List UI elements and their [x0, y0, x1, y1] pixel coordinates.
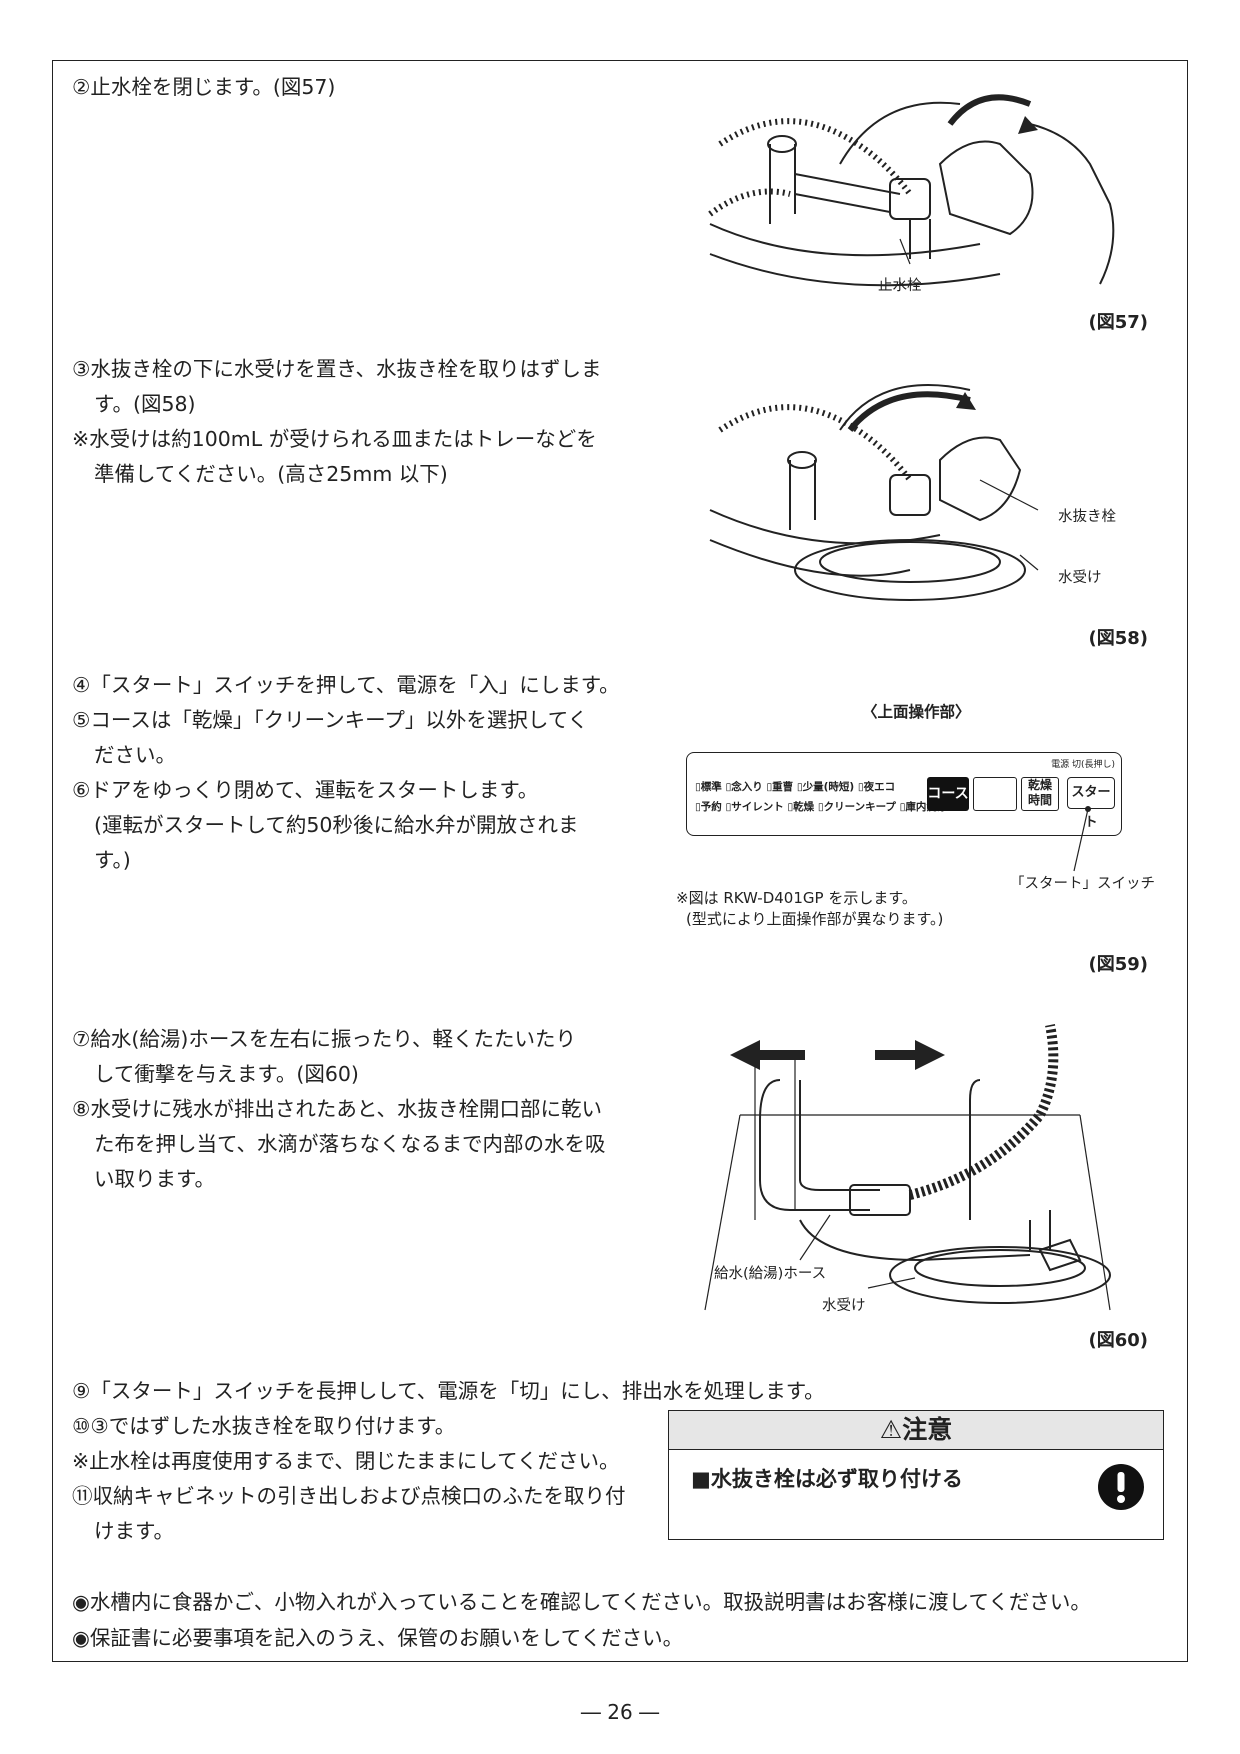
bullet-1: ◉水槽内に食器かご、小物入れが入っていることを確認してください。取扱説明書はお客… — [72, 1590, 1091, 1614]
dry-time-button[interactable]: 乾燥 時間 — [1021, 777, 1059, 811]
drain-caption: 水抜き栓 — [1058, 509, 1116, 525]
step-7-line2: して衝撃を与えます。(図60) — [94, 1062, 359, 1086]
dry-time-label-2: 時間 — [1027, 793, 1052, 807]
step-7-line1: ⑦給水(給湯)ホースを左右に振ったり、軽くたたいたり — [72, 1027, 577, 1051]
step-5-line1: ⑤コースは「乾燥」「クリーンキープ」以外を選択してく — [72, 708, 589, 732]
step-3-line1: ③水抜き栓の下に水受けを置き、水抜き栓を取りはずしま — [72, 357, 602, 381]
step-8-line1: ⑧水受けに残水が排出されたあと、水抜き栓開口部に乾い — [72, 1097, 603, 1121]
start-switch-caption: 「スタート」スイッチ — [1010, 876, 1155, 892]
bullet-2: ◉保証書に必要事項を記入のうえ、保管のお願いをしてください。 — [72, 1626, 684, 1650]
valve-note: ※止水栓は再度使用するまで、閉じたままにしてください。 — [72, 1449, 620, 1473]
panel-note-2: (型式により上面操作部が異なります。) — [686, 910, 944, 928]
step-5-line2: ださい。 — [94, 743, 176, 767]
pan-caption-60: 水受け — [822, 1298, 866, 1314]
step-8-line2: た布を押し当て、水滴が落ちなくなるまで内部の水を吸 — [94, 1132, 606, 1156]
control-panel: 電源 切(長押し) ▯標準 ▯念入り ▯重曹 ▯少量(時短) ▯夜エコ ▯予約 … — [686, 752, 1122, 836]
figure-58-drain-illustration — [709, 384, 1039, 601]
figure-60-label: (図60) — [1088, 1330, 1148, 1351]
mode-timer: ▯予約 — [695, 801, 722, 813]
step-9: ⑨「スタート」スイッチを長押しして、電源を「切」にし、排出水を処理します。 — [72, 1379, 825, 1403]
valve-caption: 止水栓 — [878, 278, 922, 294]
step-3-note2: 準備してください。(高さ25mm 以下) — [94, 462, 448, 486]
figure-59-label: (図59) — [1088, 954, 1148, 975]
step-6-line3: す。) — [94, 848, 131, 872]
figure-57-valve-illustration — [708, 94, 1115, 287]
figure-57-label: (図57) — [1088, 312, 1148, 333]
step-3-note1: ※水受けは約100mL が受けられる皿またはトレーなどを — [72, 427, 597, 451]
mode-dry: ▯乾燥 — [787, 801, 815, 813]
panel-note-1: ※図は RKW-D401GP を示します。 — [676, 889, 917, 907]
step-8-line3: い取ります。 — [94, 1167, 215, 1191]
hose-caption: 給水(給湯)ホース — [714, 1266, 827, 1282]
step-11-line1: ⑪収納キャビネットの引き出しおよび点検口のふたを取り付 — [72, 1484, 626, 1508]
page-frame — [52, 60, 1188, 1662]
page-number: ― 26 ― — [580, 1700, 660, 1724]
display-window — [973, 777, 1017, 811]
step-10: ⑩③ではずした水抜き栓を取り付けます。 — [72, 1414, 456, 1438]
course-button[interactable]: コース — [927, 777, 969, 811]
step-3-line2: す。(図58) — [94, 392, 196, 416]
step-11-line2: けます。 — [94, 1519, 174, 1543]
mode-row-2: ▯予約 ▯サイレント ▯乾燥 ▯クリーンキープ ▯庫内洗浄 — [695, 799, 947, 814]
panel-title: 〈上面操作部〉 — [862, 703, 971, 721]
caution-text: ■水抜き栓は必ず取り付ける — [691, 1467, 963, 1491]
start-switch-leader — [1073, 806, 1091, 872]
mode-silent: ▯サイレント — [725, 801, 784, 813]
caution-box: ⚠注意 ■水抜き栓は必ず取り付ける — [668, 1410, 1164, 1540]
mode-small-load: ▯少量(時短) — [796, 781, 855, 793]
pan-caption: 水受け — [1058, 570, 1102, 586]
mode-baking-soda: ▯重曹 — [766, 781, 794, 793]
step-6-line2: (運転がスタートして約50秒後に給水弁が開放されま — [94, 813, 579, 837]
mode-clean-keep: ▯クリーンキープ — [817, 801, 896, 813]
exclamation-icon — [1098, 1464, 1144, 1510]
step-2: ②止水栓を閉じます。(図57) — [72, 75, 336, 99]
step-6-line1: ⑥ドアをゆっくり閉めて、運転をスタートします。 — [72, 778, 539, 802]
figure-60-hose-illustration — [704, 1024, 1111, 1311]
mode-night-eco: ▯夜エコ — [857, 781, 896, 793]
mode-row-1: ▯標準 ▯念入り ▯重曹 ▯少量(時短) ▯夜エコ — [695, 779, 895, 794]
power-label: 電源 切(長押し) — [1051, 760, 1115, 770]
mode-standard: ▯標準 — [695, 781, 722, 793]
step-4: ④「スタート」スイッチを押して、電源を「入」にします。 — [72, 673, 620, 697]
dry-time-label-1: 乾燥 — [1027, 778, 1052, 792]
start-button[interactable]: スタート — [1067, 777, 1115, 830]
figure-58-label: (図58) — [1088, 628, 1148, 649]
caution-title: ⚠注意 — [669, 1411, 1163, 1450]
mode-thorough: ▯念入り — [725, 781, 763, 793]
